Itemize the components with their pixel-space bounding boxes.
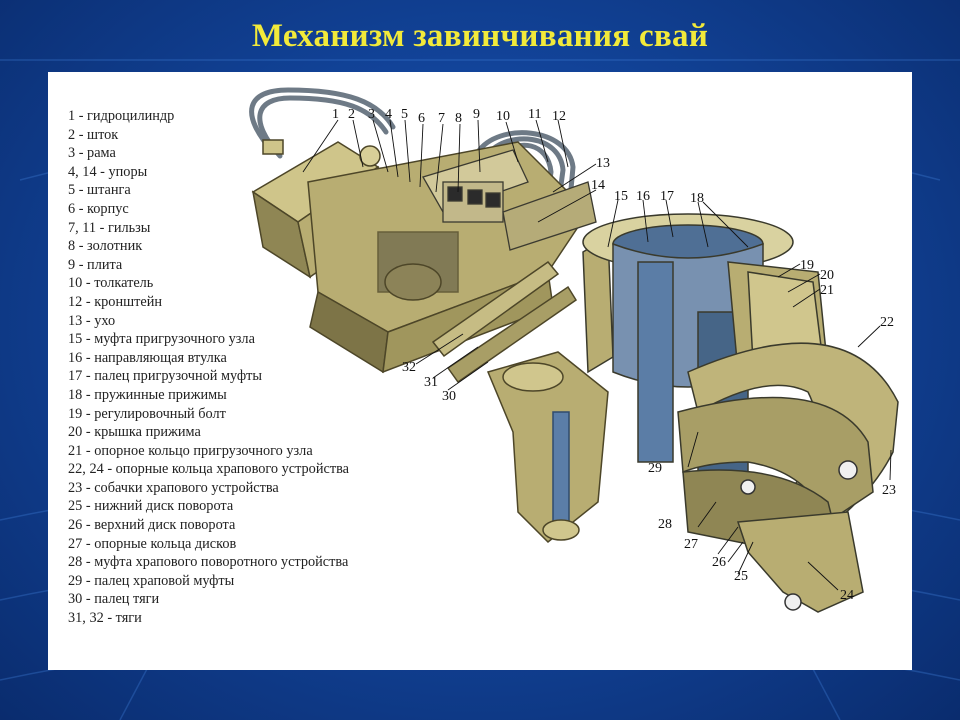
callout-11: 11	[528, 107, 541, 122]
legend-item: 6 - корпус	[68, 200, 129, 217]
legend-item: 5 - штанга	[68, 182, 131, 199]
callout-13: 13	[596, 156, 610, 171]
legend-item: 17 - палец пригрузочной муфты	[68, 368, 262, 385]
callout-23: 23	[882, 483, 896, 498]
callout-2: 2	[348, 107, 355, 122]
callout-32: 32	[402, 360, 416, 375]
legend-item: 27 - опорные кольца дисков	[68, 535, 237, 552]
leader-lines	[302, 119, 892, 591]
callout-21: 21	[820, 283, 834, 298]
callout-27: 27	[684, 537, 698, 552]
legend-item: 16 - направляющая втулка	[68, 349, 227, 366]
diagram-panel: 1 2 3 4 5 6 7 8 9 10 11 12 13 14 15 16 1…	[48, 72, 912, 670]
legend-item: 25 - нижний диск поворота	[68, 498, 234, 515]
legend-item: 2 - шток	[68, 126, 119, 143]
callout-1: 1	[332, 107, 339, 122]
callout-labels: 1 2 3 4 5 6 7 8 9 10 11 12 13 14 15 16 1…	[332, 107, 896, 603]
tie-rods	[431, 260, 578, 384]
legend-item: 13 - ухо	[68, 312, 116, 329]
legend-item: 18 - пружинные прижимы	[68, 386, 227, 403]
callout-31: 31	[424, 375, 438, 390]
legend-item: 1 - гидроцилиндр	[68, 108, 175, 124]
callout-8: 8	[455, 111, 462, 126]
legend-item: 12 - кронштейн	[68, 293, 163, 310]
parts-legend: 1 - гидроцилиндр 2 - шток 3 - рама 4, 14…	[68, 107, 349, 628]
callout-7: 7	[438, 111, 445, 126]
callout-28: 28	[658, 517, 672, 532]
callout-17: 17	[660, 189, 674, 204]
legend-item: 19 - регулировочный болт	[68, 405, 226, 422]
slide-title: Механизм завинчивания свай	[251, 18, 709, 54]
callout-15: 15	[614, 189, 628, 204]
legend-item: 28 - муфта храпового поворотного устройс…	[68, 554, 349, 571]
valve-block	[422, 149, 597, 251]
legend-item: 23 - собачки храпового устройства	[68, 479, 279, 496]
callout-20: 20	[820, 268, 834, 283]
legend-item: 15 - муфта пригрузочного узла	[68, 331, 255, 348]
callout-18: 18	[690, 191, 704, 206]
legend-item: 3 - рама	[68, 145, 116, 162]
callout-10: 10	[496, 109, 510, 124]
callout-25: 25	[734, 569, 748, 584]
legend-item: 21 - опорное кольцо пригрузочного узла	[68, 442, 313, 459]
callout-4: 4	[385, 107, 392, 122]
callout-19: 19	[800, 258, 814, 273]
legend-item: 31, 32 - тяги	[68, 610, 142, 627]
callout-30: 30	[442, 389, 456, 404]
callout-9: 9	[473, 107, 480, 122]
callout-26: 26	[712, 555, 726, 570]
legend-item: 4, 14 - упоры	[68, 163, 148, 180]
legend-item: 22, 24 - опорные кольца храпового устрой…	[68, 461, 349, 478]
callout-12: 12	[552, 109, 566, 124]
callout-3: 3	[368, 107, 375, 122]
mechanism-drawing: 1 2 3 4 5 6 7 8 9 10 11 12 13 14 15 16 1…	[249, 87, 899, 613]
callout-24: 24	[840, 588, 854, 603]
callout-5: 5	[401, 107, 408, 122]
legend-item: 29 - палец храповой муфты	[68, 572, 235, 589]
callout-29: 29	[648, 461, 662, 476]
legend-item: 7, 11 - гильзы	[68, 219, 151, 236]
legend-item: 26 - верхний диск поворота	[68, 517, 236, 534]
callout-16: 16	[636, 189, 650, 204]
lower-bracket	[486, 351, 609, 544]
callout-6: 6	[418, 111, 425, 126]
callout-14: 14	[591, 178, 605, 193]
legend-item: 9 - плита	[68, 256, 123, 273]
legend-item: 8 - золотник	[68, 238, 143, 255]
ratchet-rings	[677, 342, 899, 613]
legend-item: 20 - крышка прижима	[68, 424, 201, 441]
callout-22: 22	[880, 315, 894, 330]
legend-item: 10 - толкатель	[68, 275, 154, 292]
legend-item: 30 - палец тяги	[68, 591, 160, 608]
